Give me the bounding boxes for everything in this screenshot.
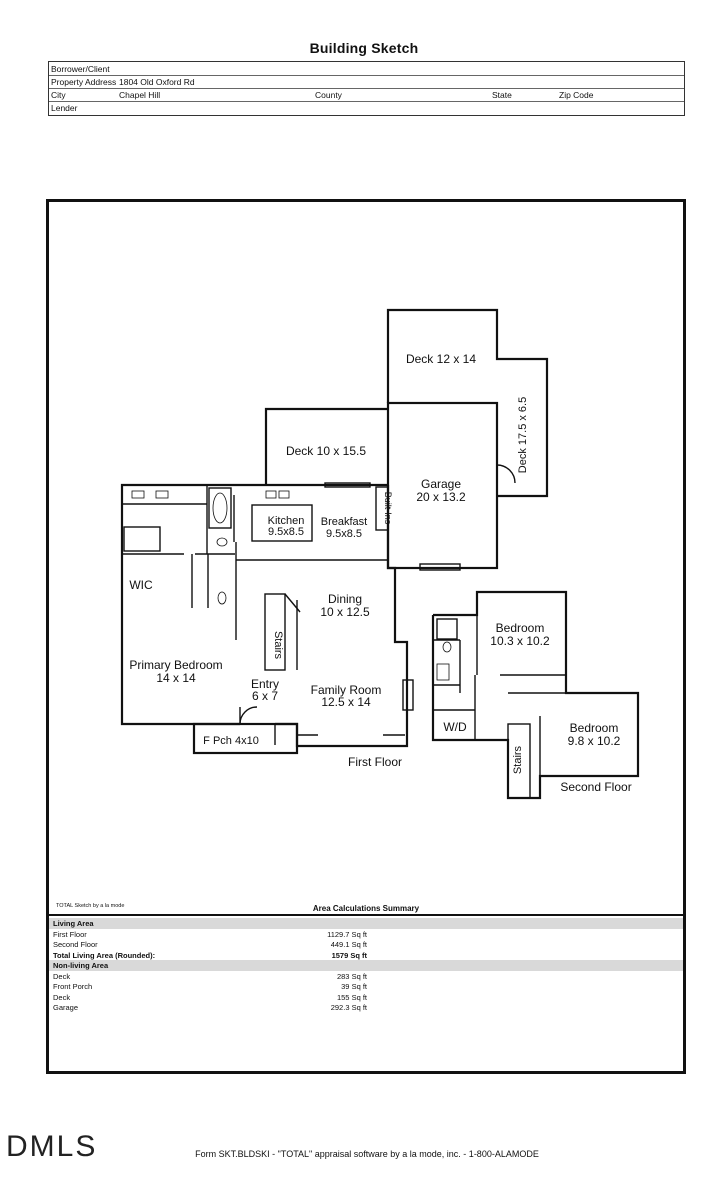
state-label: State: [492, 90, 512, 100]
dining-dim: 10 x 12.5: [320, 605, 370, 619]
primary-bedroom-dim: 14 x 14: [156, 671, 196, 685]
address-value: 1804 Old Oxford Rd: [119, 77, 195, 87]
second-floor-area-value: 449.1 Sq ft: [330, 940, 367, 949]
deck-12x14-label: Deck 12 x 14: [406, 352, 476, 366]
garage-area-label: Garage: [53, 1003, 79, 1012]
builtins-label: Built-Ins: [383, 492, 393, 525]
breakfast-dim: 9.5x8.5: [326, 528, 362, 540]
living-area-header-label: Living Area: [53, 919, 94, 928]
family-room-dim: 12.5 x 14: [321, 695, 371, 709]
nonliving-area-header-label: Non-living Area: [53, 961, 109, 970]
borrower-row: Borrower/Client: [49, 62, 684, 76]
garage-dim: 20 x 13.2: [416, 490, 466, 504]
address-label: Property Address: [51, 77, 117, 87]
breakfast-name: Breakfast: [321, 516, 367, 528]
bedroom-1-name: Bedroom: [496, 621, 545, 635]
total-living-area-label: Total Living Area (Rounded):: [53, 950, 156, 960]
lender-label: Lender: [51, 103, 78, 113]
lender-row: Lender: [49, 101, 684, 114]
fixtures: [131, 490, 452, 681]
city-value: Chapel Hill: [119, 90, 161, 100]
form-footer: Form SKT.BLDSKI - "TOTAL" appraisal soft…: [195, 1149, 539, 1159]
front-porch-label: F Pch 4x10: [203, 735, 259, 747]
sketch-credit: TOTAL Sketch by a la mode: [56, 903, 125, 909]
borrower-label: Borrower/Client: [51, 64, 110, 74]
total-living-area-value: 1579 Sq ft: [331, 950, 367, 960]
entry-name: Entry: [251, 677, 279, 691]
entry-dim: 6 x 7: [252, 689, 278, 703]
city-row: City Chapel Hill County State Zip Code: [49, 88, 684, 102]
nonliving-area-header: Non-living Area: [49, 960, 683, 971]
deck2-area-label: Deck: [53, 992, 71, 1002]
kitchen-dim: 9.5x8.5: [268, 526, 304, 538]
deck2-area-value: 155 Sq ft: [336, 992, 367, 1002]
summary-row: Deck 283 Sq ft: [49, 971, 683, 982]
summary-row: Deck 155 Sq ft: [49, 992, 683, 1003]
front-porch-outline: [192, 722, 299, 755]
property-header-table: Borrower/Client Property Address 1804 Ol…: [48, 61, 685, 116]
city-label: City: [51, 90, 66, 100]
kitchen-name: Kitchen: [268, 515, 305, 527]
garage-name: Garage: [421, 477, 461, 491]
first-floor-outline: [120, 483, 388, 726]
area-summary-table: Living Area First Floor 1129.7 Sq ft Sec…: [49, 918, 683, 1013]
zip-label: Zip Code: [559, 90, 594, 100]
living-area-header: Living Area: [49, 918, 683, 929]
deck-10x155-label: Deck 10 x 15.5: [286, 444, 366, 458]
front-porch-area-value: 39 Sq ft: [341, 982, 367, 991]
first-floor-label: First Floor: [348, 755, 402, 769]
form-title: Building Sketch: [309, 40, 419, 56]
address-row: Property Address 1804 Old Oxford Rd: [49, 75, 684, 89]
bedroom-2-name: Bedroom: [570, 721, 619, 735]
stairs-label-second: Stairs: [512, 745, 524, 774]
primary-bedroom-name: Primary Bedroom: [129, 658, 222, 672]
second-floor-label: Second Floor: [560, 780, 631, 794]
sketch-frame: [46, 199, 686, 1074]
family-room-name: Family Room: [311, 683, 382, 697]
deck-12x14-outline: [386, 308, 549, 498]
summary-row: Front Porch 39 Sq ft: [49, 981, 683, 992]
garage-area-value: 292.3 Sq ft: [330, 1003, 367, 1012]
wd-label: W/D: [443, 720, 467, 734]
dmls-logo: DMLS: [6, 1130, 98, 1163]
bedroom-2-dim: 9.8 x 10.2: [568, 734, 621, 748]
summary-row: First Floor 1129.7 Sq ft: [49, 929, 683, 940]
second-floor-area-label: Second Floor: [53, 940, 98, 949]
front-porch-area-label: Front Porch: [53, 982, 93, 991]
first-floor-area-label: First Floor: [53, 929, 87, 939]
bedroom-1-dim: 10.3 x 10.2: [490, 634, 550, 648]
deck1-area-value: 283 Sq ft: [336, 971, 367, 981]
wic-label: WIC: [129, 578, 153, 592]
stairs-label-first: Stairs: [272, 631, 284, 660]
summary-row: Garage 292.3 Sq ft: [49, 1002, 683, 1013]
summary-row-total: Total Living Area (Rounded): 1579 Sq ft: [49, 950, 683, 961]
county-label: County: [315, 90, 342, 100]
deck-175x65-label: Deck 17.5 x 6.5: [517, 397, 529, 473]
deck-10x155-outline: [264, 407, 388, 485]
summary-row: Second Floor 449.1 Sq ft: [49, 939, 683, 950]
dining-name: Dining: [328, 592, 362, 606]
deck1-area-label: Deck: [53, 971, 71, 981]
summary-title: Area Calculations Summary: [312, 904, 420, 913]
first-floor-area-value: 1129.7 Sq ft: [327, 929, 367, 939]
